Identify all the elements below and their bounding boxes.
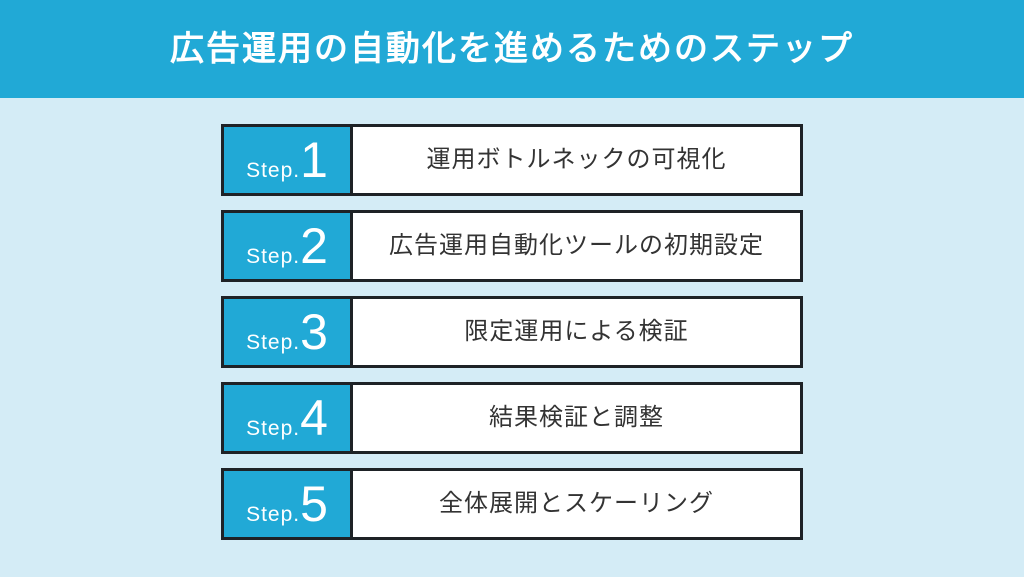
step-3-badge: Step.3 bbox=[246, 307, 328, 357]
step-5-badge: Step.5 bbox=[246, 479, 328, 529]
step-row-5: Step.5 全体展開とスケーリング bbox=[221, 468, 803, 540]
step-5-label: 全体展開とスケーリング bbox=[439, 490, 714, 517]
step-5-number: 5 bbox=[300, 476, 328, 532]
step-3-prefix: Step. bbox=[246, 331, 301, 354]
steps-list: Step.1 運用ボトルネックの可視化 Step.2 広告運用自動化ツールの初期… bbox=[0, 98, 1024, 540]
step-1-badge: Step.1 bbox=[246, 135, 328, 185]
step-3-label-cell: 限定運用による検証 bbox=[353, 299, 800, 365]
step-3-badge-cell: Step.3 bbox=[224, 299, 353, 365]
step-4-label-cell: 結果検証と調整 bbox=[353, 385, 800, 451]
step-2-label: 広告運用自動化ツールの初期設定 bbox=[389, 232, 764, 259]
step-1-badge-cell: Step.1 bbox=[224, 127, 353, 193]
step-1-prefix: Step. bbox=[246, 159, 301, 182]
step-row-4: Step.4 結果検証と調整 bbox=[221, 382, 803, 454]
step-5-label-cell: 全体展開とスケーリング bbox=[353, 471, 800, 537]
page-title: 広告運用の自動化を進めるためのステップ bbox=[170, 30, 854, 68]
step-2-label-cell: 広告運用自動化ツールの初期設定 bbox=[353, 213, 800, 279]
step-4-badge-cell: Step.4 bbox=[224, 385, 353, 451]
step-row-1: Step.1 運用ボトルネックの可視化 bbox=[221, 124, 803, 196]
step-3-number: 3 bbox=[300, 304, 328, 360]
step-5-prefix: Step. bbox=[246, 503, 301, 526]
step-4-label: 結果検証と調整 bbox=[489, 404, 664, 431]
step-4-number: 4 bbox=[300, 390, 328, 446]
step-1-label: 運用ボトルネックの可視化 bbox=[426, 146, 727, 173]
step-row-3: Step.3 限定運用による検証 bbox=[221, 296, 803, 368]
step-2-prefix: Step. bbox=[246, 245, 301, 268]
step-4-badge: Step.4 bbox=[246, 393, 328, 443]
step-5-badge-cell: Step.5 bbox=[224, 471, 353, 537]
step-2-badge-cell: Step.2 bbox=[224, 213, 353, 279]
step-4-prefix: Step. bbox=[246, 417, 301, 440]
title-banner: 広告運用の自動化を進めるためのステップ bbox=[0, 0, 1024, 98]
step-2-badge: Step.2 bbox=[246, 221, 328, 271]
step-3-label: 限定運用による検証 bbox=[464, 318, 689, 345]
step-row-2: Step.2 広告運用自動化ツールの初期設定 bbox=[221, 210, 803, 282]
step-1-label-cell: 運用ボトルネックの可視化 bbox=[353, 127, 800, 193]
step-2-number: 2 bbox=[300, 218, 328, 274]
step-1-number: 1 bbox=[300, 132, 328, 188]
